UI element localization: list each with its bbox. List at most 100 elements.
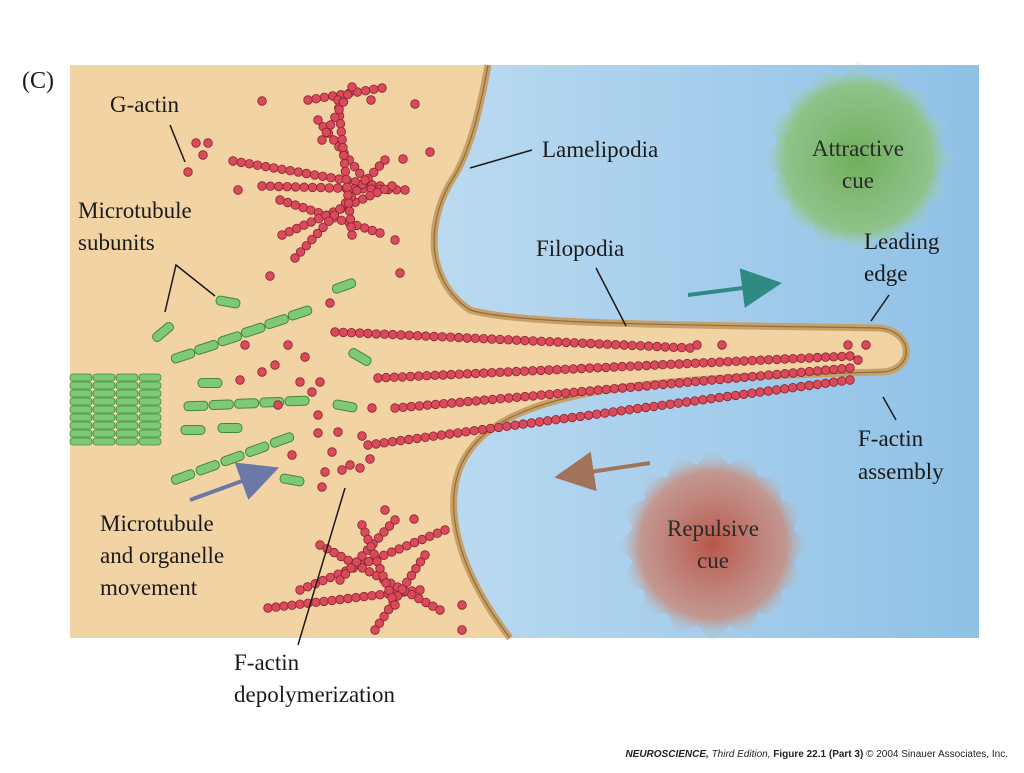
actin-monomer xyxy=(295,599,305,609)
actin-monomer xyxy=(698,358,709,368)
actin-monomer xyxy=(829,364,839,375)
actin-monomer xyxy=(779,384,790,394)
actin-monomer xyxy=(747,388,757,398)
actin-monomer xyxy=(396,435,406,446)
organelle-movement-arrow xyxy=(189,462,280,502)
microtubule-bundle-segment xyxy=(115,389,139,398)
actin-monomer xyxy=(641,360,652,371)
actin-monomer xyxy=(666,359,676,370)
actin-monomer xyxy=(698,395,708,405)
microtubule-subunit xyxy=(264,314,289,330)
actin-monomer xyxy=(804,380,814,391)
actin-monomer xyxy=(772,369,782,380)
actin-monomer xyxy=(739,356,749,366)
actin-monomer xyxy=(357,563,368,573)
actin-monomer xyxy=(593,385,603,395)
microtubule-bundle-segment xyxy=(69,389,93,398)
microtubule-subunit xyxy=(170,469,196,485)
actin-monomer xyxy=(714,392,725,403)
actin-monomer xyxy=(333,427,343,437)
actin-monomer xyxy=(430,370,440,381)
actin-monomer xyxy=(412,433,422,444)
actin-monomer xyxy=(660,342,670,352)
actin-monomer xyxy=(334,104,344,115)
actin-monomer xyxy=(633,361,644,371)
microtubule-bundle-segment xyxy=(115,429,139,438)
actin-monomer xyxy=(438,370,448,380)
actin-monomer xyxy=(387,181,397,191)
actin-monomer xyxy=(380,155,390,165)
actin-monomer xyxy=(404,330,415,341)
actin-monomer xyxy=(191,138,201,148)
actin-monomer xyxy=(600,408,610,418)
factin-assembly-leader xyxy=(882,396,897,421)
factin-depoly-label-line1: F-actin xyxy=(234,650,300,675)
actin-monomer xyxy=(360,85,371,96)
actin-monomer xyxy=(349,161,360,172)
actin-monomer xyxy=(586,338,596,349)
actin-monomer xyxy=(495,334,505,345)
actin-monomer xyxy=(388,329,398,340)
microtubule-subunit xyxy=(287,305,313,321)
actin-monomer xyxy=(845,351,855,361)
actin-monomer xyxy=(853,355,863,365)
actin-monomer xyxy=(240,340,250,350)
actin-monomer xyxy=(478,334,489,344)
actin-monomer xyxy=(364,567,375,577)
actin-monomer xyxy=(812,352,823,363)
actin-monomer xyxy=(487,334,497,344)
actin-monomer xyxy=(479,395,490,405)
actin-monomer xyxy=(625,382,636,393)
actin-monomer xyxy=(453,428,463,438)
actin-monomer xyxy=(644,341,654,351)
actin-monomer xyxy=(329,210,340,220)
microtubule-bundle-segment xyxy=(138,381,162,390)
actin-monomer xyxy=(273,400,283,410)
actin-monomer xyxy=(412,331,423,341)
actin-monomer xyxy=(338,97,349,107)
actin-monomer xyxy=(763,386,774,396)
actin-monomer xyxy=(609,362,619,372)
actin-monomer xyxy=(236,157,246,168)
actin-monomer xyxy=(430,399,441,410)
actin-monomer xyxy=(650,360,660,370)
actin-monomer xyxy=(336,127,347,137)
actin-monomer xyxy=(261,161,271,172)
actin-monomer xyxy=(287,600,297,610)
mt-movement-label-line3: movement xyxy=(100,575,198,600)
actin-monomer xyxy=(324,216,334,227)
actin-monomer xyxy=(325,298,335,308)
actin-monomer xyxy=(462,333,472,343)
actin-monomer xyxy=(495,367,505,378)
actin-monomer xyxy=(690,358,701,368)
mt-movement-label-line2: and organelle xyxy=(100,543,224,568)
actin-monomer xyxy=(755,371,766,381)
actin-monomer xyxy=(447,398,457,408)
actin-monomer xyxy=(415,585,425,595)
actin-monomer xyxy=(528,391,538,401)
actin-monomer xyxy=(706,394,716,404)
actin-monomer xyxy=(552,389,563,399)
actin-monomer xyxy=(363,440,373,450)
actin-monomer xyxy=(551,415,561,425)
actin-monomer xyxy=(592,409,602,419)
repulsive-cue xyxy=(615,447,811,643)
actin-monomer xyxy=(788,383,798,393)
actin-monomer xyxy=(569,387,579,398)
microtubule-bundle-segment xyxy=(115,397,139,406)
actin-monomer xyxy=(340,569,351,579)
actin-monomer xyxy=(527,366,538,376)
actin-monomer xyxy=(301,241,312,251)
microtubule-bundle-segment xyxy=(138,373,162,382)
actin-monomer xyxy=(796,367,807,378)
actin-monomer xyxy=(567,412,577,423)
actin-monomer xyxy=(337,134,347,145)
credit-edition: Third Edition, xyxy=(708,749,774,760)
actin-monomer xyxy=(755,387,765,397)
actin-monomer xyxy=(594,339,604,349)
actin-monomer xyxy=(369,84,379,95)
actin-monomer xyxy=(420,432,430,443)
actin-monomer xyxy=(346,563,356,573)
actin-monomer xyxy=(829,352,839,362)
